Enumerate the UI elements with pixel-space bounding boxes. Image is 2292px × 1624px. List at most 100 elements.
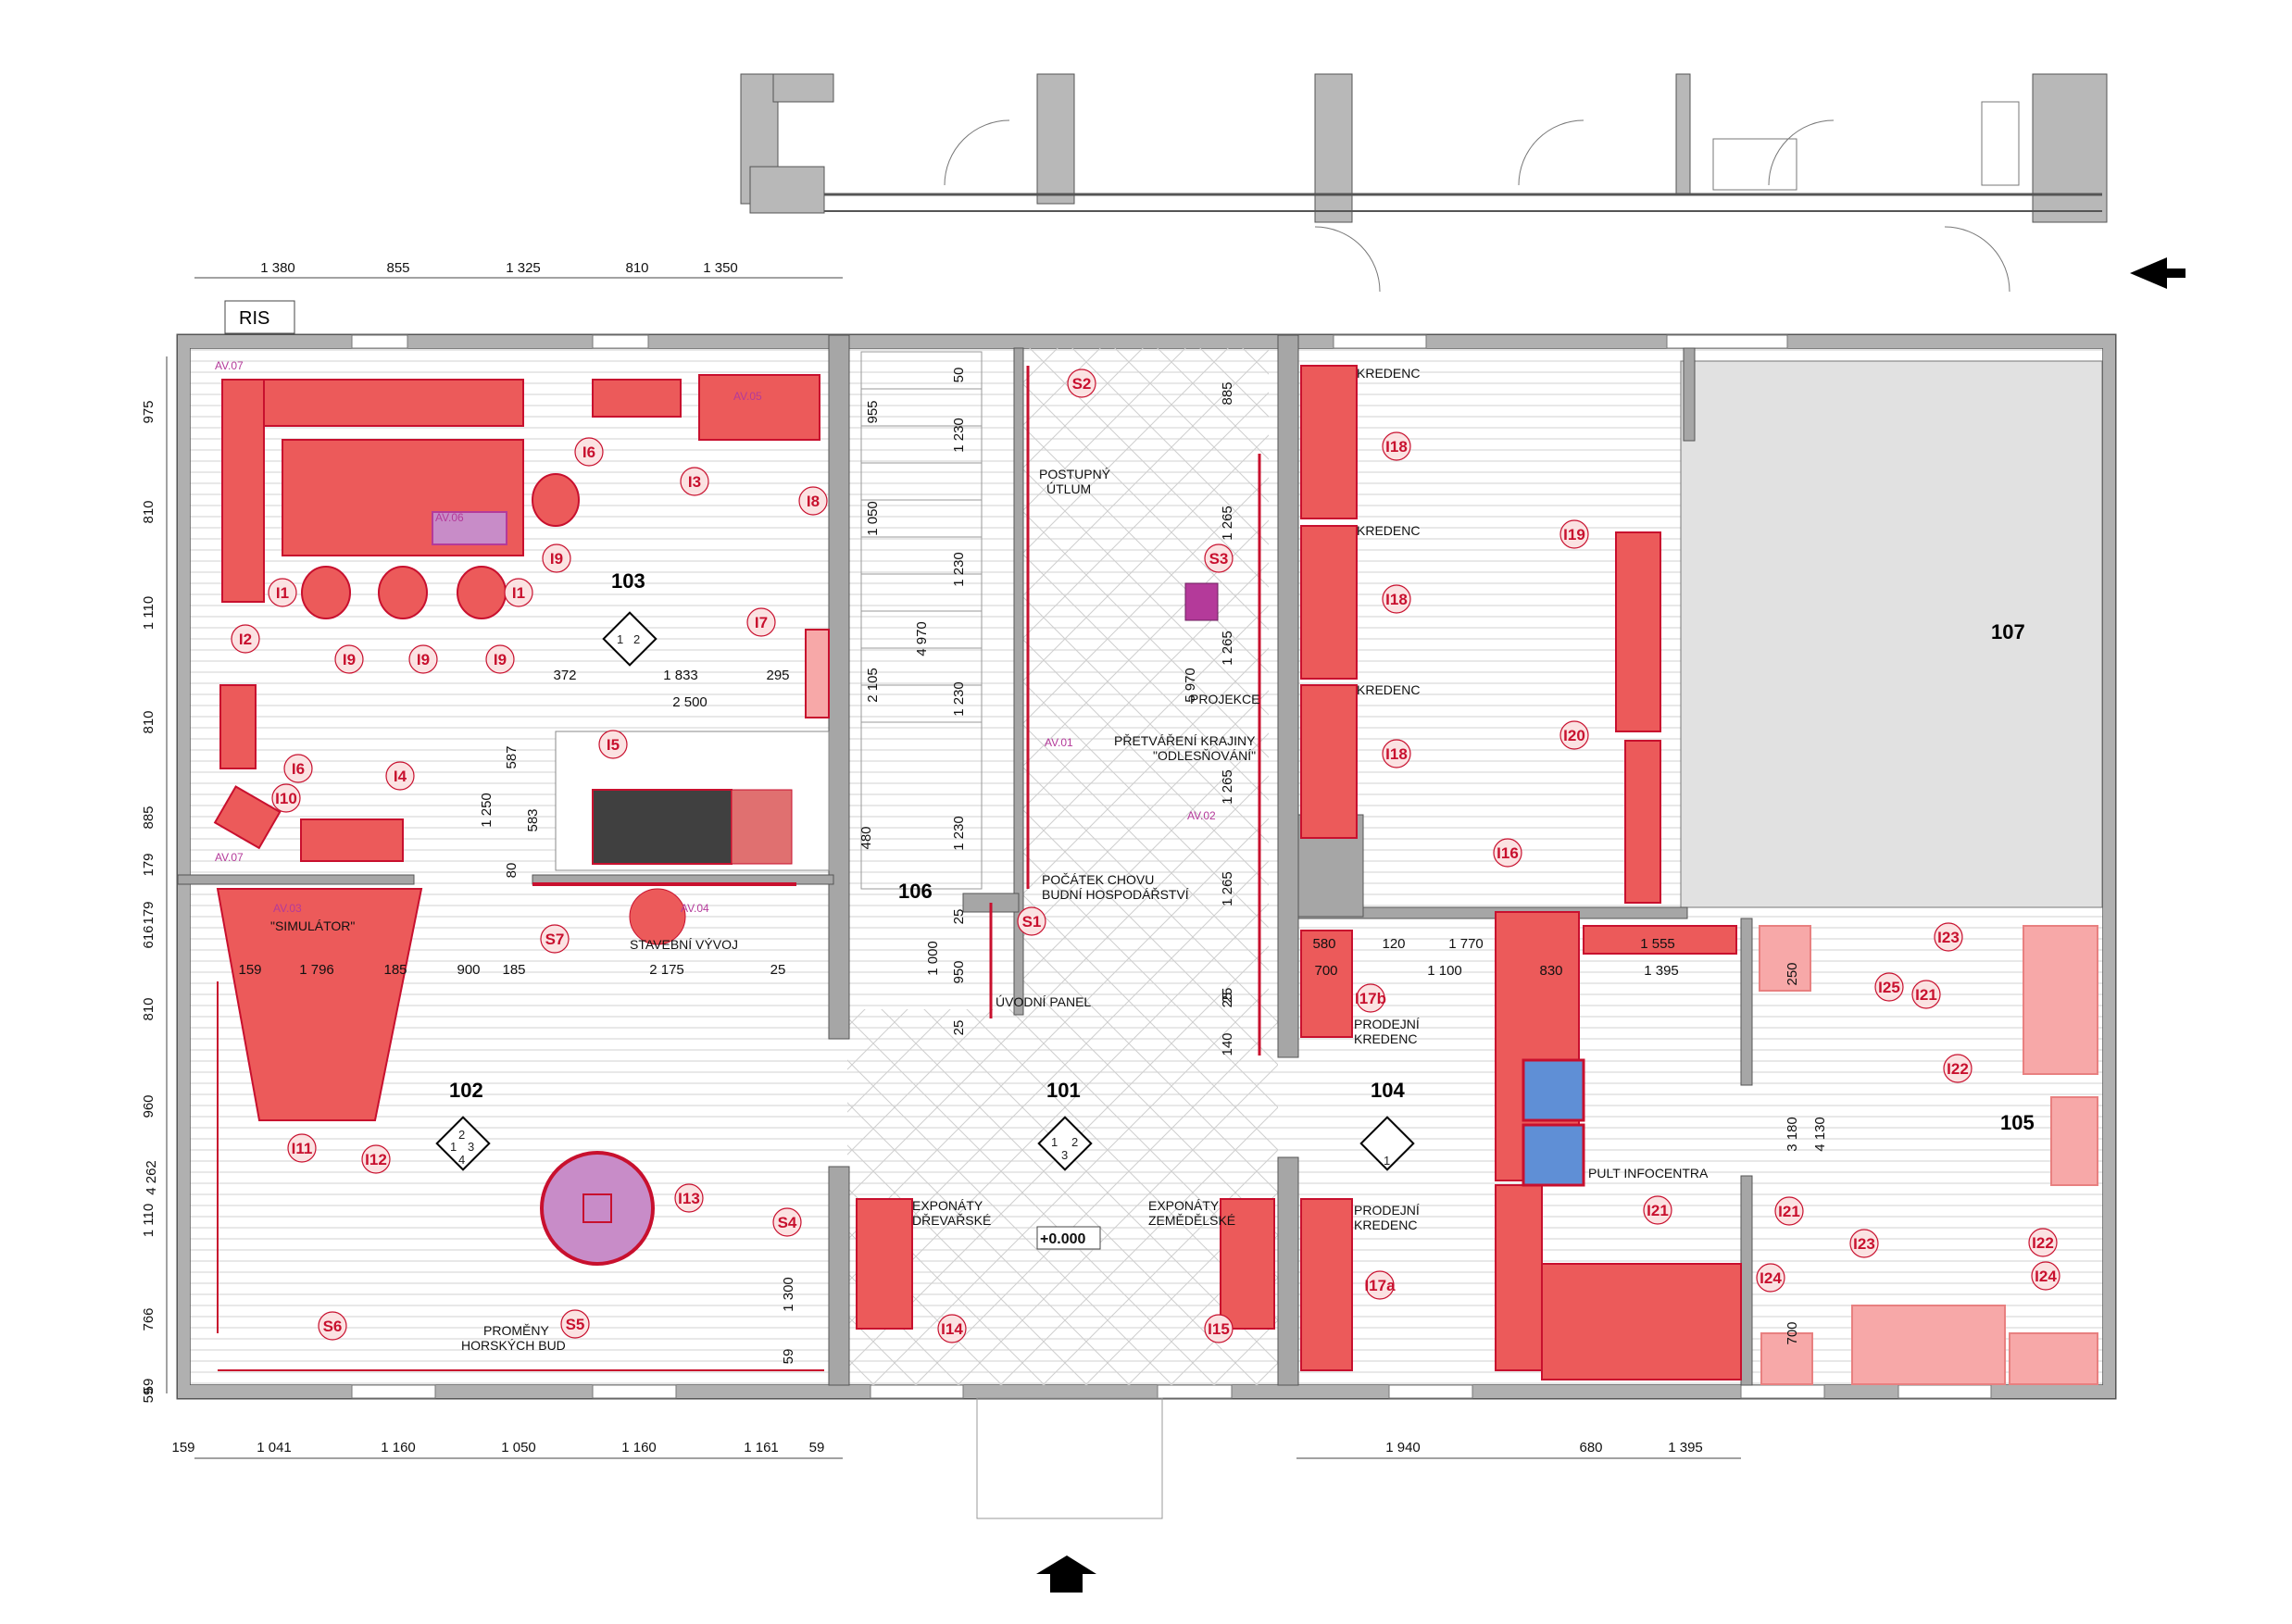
view-markers: [435, 611, 1415, 1171]
dimension-label: 1 350: [703, 260, 738, 276]
prodejni-1a: PRODEJNÍ: [1354, 1017, 1420, 1031]
exhibits-corridor: [989, 366, 1261, 1056]
exhibit-tag-label: I12: [365, 1151, 387, 1168]
exhibit-tag-label: I14: [941, 1320, 963, 1338]
prodejni-2a: PRODEJNÍ: [1354, 1203, 1420, 1218]
exhibit-tag-label: S2: [1072, 375, 1092, 393]
dimension-label: 1 160: [621, 1440, 657, 1455]
dimension-label: 1 395: [1644, 963, 1679, 979]
exhibit-tag-label: I7: [755, 614, 768, 631]
compass-102-4: 4: [458, 1153, 465, 1167]
exhibit-tag-label: I21: [1647, 1202, 1669, 1219]
dimension-label: 1 100: [1427, 963, 1462, 979]
dimension-label: 1 110: [141, 596, 157, 630]
pretvareni-label-1: PŘETVÁŘENÍ KRAJINY: [1114, 733, 1256, 748]
exhibit-tag: I21: [1643, 1195, 1672, 1225]
stair-106: [860, 351, 983, 890]
dimension-label: 2 500: [672, 694, 708, 710]
exhibit-tag-label: I18: [1385, 591, 1408, 608]
exhibits-101: [856, 1198, 1275, 1330]
dimension-label: 955: [865, 400, 881, 423]
dimension-label: 1 265: [1220, 871, 1235, 906]
exhibit-tag: I2: [231, 624, 260, 654]
exhibit-tag-label: S6: [323, 1318, 343, 1335]
dimension-label: 1 265: [1220, 631, 1235, 666]
exhibit-tag: I1: [504, 578, 533, 607]
projekce-icon: [1184, 582, 1219, 621]
north-wing: [740, 73, 2108, 293]
dimension-label: 4 262: [144, 1160, 159, 1195]
dimension-label: 140: [1220, 1032, 1235, 1056]
exhibit-tag: I11: [287, 1133, 317, 1163]
dimension-label: 975: [141, 400, 157, 423]
dimension-label: 950: [951, 960, 967, 983]
dimension-label: 587: [504, 745, 520, 768]
dimension-label: 885: [1220, 381, 1235, 405]
dimension-label: 159: [171, 1440, 194, 1455]
exhibit-tag-label: I5: [607, 736, 620, 754]
dimension-label: 1 300: [781, 1277, 796, 1312]
dimension-label: 680: [1579, 1440, 1602, 1455]
compass-101-1: 1: [1051, 1135, 1058, 1149]
prodejni-1b: KREDENC: [1354, 1031, 1417, 1046]
dimension-label: 185: [383, 962, 407, 978]
exhibit-tag-label: I16: [1497, 844, 1519, 862]
exhibit-tag-label: I9: [550, 550, 563, 568]
exhibit-tag: I13: [674, 1183, 704, 1213]
exhibit-tag-label: I23: [1853, 1235, 1875, 1253]
exhibit-tag-label: I25: [1878, 979, 1900, 996]
drevarske-label-2: DŘEVAŘSKÉ: [912, 1213, 991, 1228]
room-103: 103: [611, 569, 645, 593]
exhibit-tag: I22: [1943, 1054, 1973, 1083]
exhibit-tag-label: I1: [512, 584, 525, 602]
exhibit-tag: I25: [1874, 972, 1904, 1002]
exhibit-tag-label: S3: [1209, 550, 1229, 568]
exhibit-tag-label: I21: [1915, 986, 1937, 1004]
dimension-label: 59: [781, 1349, 796, 1365]
compass-102-1: 1: [450, 1140, 457, 1154]
exhibit-tag-label: I22: [2032, 1234, 2054, 1252]
exhibit-tag: I3: [680, 467, 709, 496]
exhibit-tag-label: S4: [778, 1214, 797, 1231]
dimension-label: 1 250: [479, 793, 495, 828]
exhibit-tag: I21: [1774, 1196, 1804, 1226]
av-label: AV.07: [215, 359, 244, 372]
compass-102-3: 3: [468, 1140, 474, 1154]
exhibit-tag: I9: [334, 644, 364, 674]
projekce-label: PROJEKCE: [1190, 692, 1259, 706]
exhibit-tag: I18: [1382, 584, 1411, 614]
dimension-label: 1 160: [381, 1440, 416, 1455]
exhibit-tag: I18: [1382, 431, 1411, 461]
dimension-label: 830: [1539, 963, 1562, 979]
zemedelske-label-1: EXPONÁTY: [1148, 1198, 1220, 1213]
dimension-label: 885: [141, 806, 157, 829]
exhibit-tag: S1: [1017, 906, 1046, 936]
exhibit-tag-label: I11: [292, 1140, 313, 1157]
dimension-label: 810: [625, 260, 648, 276]
dimension-label: 1 833: [663, 668, 698, 683]
ris-label: RIS: [239, 308, 269, 329]
dimension-label: 2 175: [649, 962, 684, 978]
postupny-label-1: POSTUPNÝ: [1039, 467, 1111, 481]
exhibit-tag: I7: [746, 607, 776, 637]
exhibit-tag: I5: [598, 730, 628, 759]
exhibit-tag-label: I13: [678, 1190, 700, 1207]
room-107: 107: [1991, 620, 2025, 643]
dimension-label: 1 041: [257, 1440, 292, 1455]
dimension-label: 2 105: [865, 668, 881, 703]
exhibit-tag: I21: [1911, 980, 1941, 1009]
exhibit-tag-label: I20: [1563, 727, 1585, 744]
dimension-label: 250: [1785, 962, 1800, 985]
dimension-label: 1 230: [951, 552, 967, 587]
exhibit-tag: I17a: [1364, 1270, 1396, 1300]
dimension-label: 700: [1785, 1321, 1800, 1344]
exhibit-tag: I24: [2031, 1261, 2060, 1291]
kredenc-label-1: KREDENC: [1357, 366, 1420, 381]
dimension-label: 1 000: [925, 941, 941, 976]
exhibit-tag: I12: [361, 1144, 391, 1174]
dimension-label: 80: [504, 863, 520, 879]
dimension-lines: [166, 277, 1741, 1459]
exhibit-tag: I16: [1493, 838, 1522, 868]
